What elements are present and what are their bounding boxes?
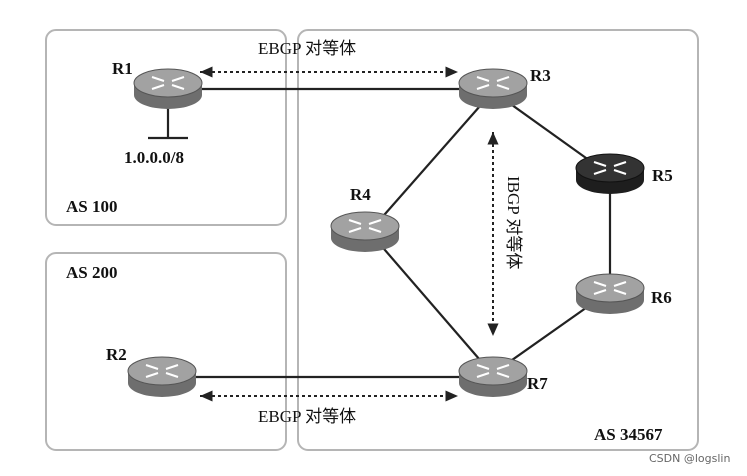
router-icon — [458, 356, 528, 397]
link-r3-r5 — [504, 99, 601, 169]
watermark: CSDN @logslin — [649, 452, 730, 465]
router-icon — [458, 68, 528, 109]
router-r6[interactable] — [575, 273, 645, 314]
ebgp-bottom-label: EBGP 对等体 — [258, 407, 356, 426]
router-label-r3: R3 — [530, 66, 551, 85]
router-r7[interactable] — [458, 356, 528, 397]
router-r3[interactable] — [458, 68, 528, 109]
as34567-label: AS 34567 — [594, 425, 663, 444]
router-r2[interactable] — [127, 356, 197, 397]
as200-label: AS 200 — [66, 263, 117, 282]
router-icon — [575, 153, 645, 194]
links — [162, 87, 612, 379]
ebgp-top-label: EBGP 对等体 — [258, 39, 356, 58]
router-r5[interactable] — [575, 153, 645, 194]
router-label-r4: R4 — [350, 185, 371, 204]
router-r1[interactable] — [133, 68, 203, 109]
ibgp-label: IBGP 对等体 — [504, 176, 523, 269]
link-r6-r7 — [504, 297, 601, 366]
router-label-r7: R7 — [527, 374, 548, 393]
router-icon — [133, 68, 203, 109]
router-r4[interactable] — [330, 211, 400, 252]
router-label-r2: R2 — [106, 345, 127, 364]
as100-box — [45, 29, 287, 226]
as100-label: AS 100 — [66, 197, 117, 216]
network-stub — [148, 104, 188, 140]
router-label-r1: R1 — [112, 59, 133, 78]
router-label-r6: R6 — [651, 288, 672, 307]
as200-box — [45, 252, 287, 451]
network-prefix-label: 1.0.0.0/8 — [124, 148, 184, 167]
router-icon — [330, 211, 400, 252]
router-icon — [127, 356, 197, 397]
link-r3-r4 — [377, 105, 481, 223]
as34567-box — [297, 29, 699, 451]
router-icon — [575, 273, 645, 314]
link-r4-r7 — [377, 241, 481, 361]
router-label-r5: R5 — [652, 166, 673, 185]
